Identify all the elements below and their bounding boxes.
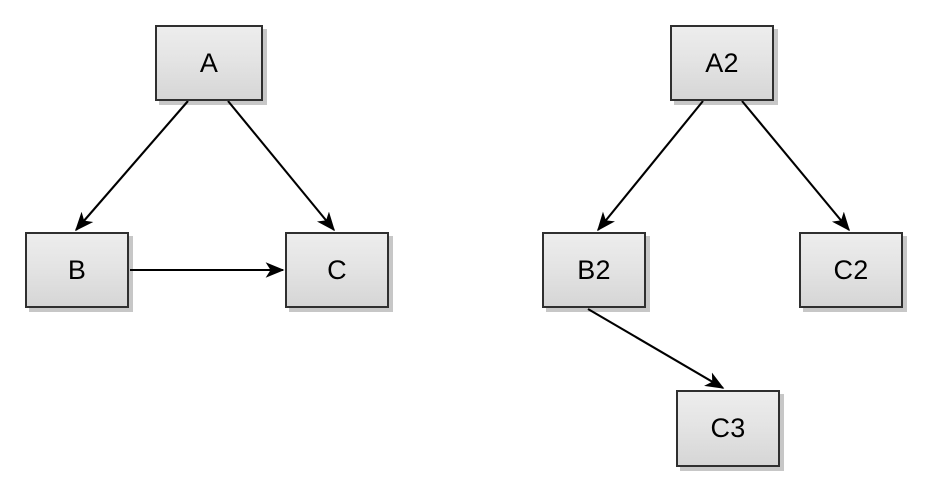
- edge-b2-to-c3: [587, 308, 725, 389]
- node-c2[interactable]: C2: [799, 232, 903, 308]
- node-a-label: A: [199, 47, 219, 78]
- node-c3[interactable]: C3: [676, 390, 780, 467]
- node-c-label: C: [327, 254, 347, 285]
- edge-a2-to-b2: [597, 100, 704, 232]
- node-c3-label: C3: [710, 413, 746, 443]
- node-b[interactable]: B: [25, 232, 129, 308]
- edge-a-to-b: [75, 100, 189, 232]
- node-a2-label: A2: [705, 47, 739, 78]
- edge-a2-to-c2: [741, 100, 850, 232]
- node-a[interactable]: A: [155, 25, 263, 101]
- node-c[interactable]: C: [285, 232, 389, 308]
- node-c2-label: C2: [833, 254, 869, 285]
- node-b2-label: B2: [577, 254, 611, 285]
- edge-a-to-c: [227, 100, 335, 232]
- node-a2[interactable]: A2: [670, 25, 774, 101]
- node-b2[interactable]: B2: [542, 232, 646, 308]
- node-b-label: B: [67, 254, 87, 285]
